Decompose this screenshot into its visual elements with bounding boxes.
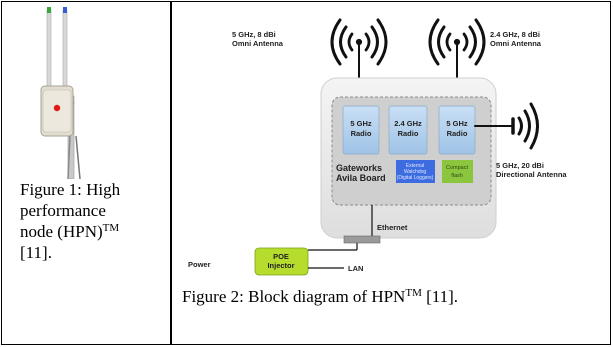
figure-2-caption-text: Figure 2: Block diagram of HPN	[182, 287, 406, 306]
omni-antenna-icon	[330, 18, 388, 115]
ethernet-label: Ethernet	[377, 223, 408, 232]
compact-flash-label: Compact	[446, 165, 468, 171]
power-label: Power	[188, 260, 211, 269]
radio-label: Radio	[447, 129, 468, 138]
poe-injector-block	[254, 247, 309, 276]
right-antenna-label: 2.4 GHz, 8 dBi	[490, 30, 540, 39]
figure-1-caption-line: node (HPN)TM	[20, 221, 160, 242]
radio-label: Radio	[398, 129, 419, 138]
column-divider	[170, 2, 172, 344]
figure-1-caption-line: [11].	[20, 243, 52, 262]
watchdog-block	[396, 160, 435, 183]
radio-label: 5 GHz	[350, 119, 372, 128]
board-label: Gateworks	[336, 163, 382, 173]
radio-label: 5 GHz	[446, 119, 468, 128]
radio-card: 5 GHz Radio	[342, 105, 380, 155]
figure-2-caption: Figure 2: Block diagram of HPNTM [11].	[182, 286, 458, 307]
lan-label: LAN	[348, 264, 363, 273]
figure-1-caption: Figure 1: High performance node (HPN)TM …	[20, 179, 160, 263]
trademark-superscript: TM	[405, 287, 422, 299]
poe-label: Injector	[267, 261, 294, 270]
figure-1-caption-text: node (HPN)	[20, 222, 103, 241]
watchdog-label: Watchdog	[404, 169, 427, 175]
right-antenna-label: Omni Antenna	[490, 39, 542, 48]
ethernet-port	[343, 235, 381, 244]
left-antenna-label: Omni Antenna	[232, 39, 284, 48]
poe-label: POE	[273, 252, 289, 261]
hpn-device-photo	[40, 7, 81, 179]
figure-1-caption-line: Figure 1: High	[20, 180, 121, 199]
watchdog-label: (Digital Loggers)	[397, 175, 434, 181]
compact-flash-block	[442, 160, 473, 183]
directional-antenna-icon	[474, 102, 539, 150]
hpn-block-diagram: 5 GHz, 8 dBi Omni Antenna 2.4 GHz, 8 dBi…	[188, 18, 567, 276]
figure-1-caption-line: performance	[20, 201, 106, 220]
board-label: Avila Board	[336, 173, 386, 183]
radio-label: 2.4 GHz	[394, 119, 422, 128]
radio-label: Radio	[351, 129, 372, 138]
radio-card: 5 GHz Radio	[438, 105, 476, 155]
figure-2-caption-citation: [11].	[421, 287, 459, 306]
watchdog-label: External	[406, 163, 424, 169]
radio-card: 2.4 GHz Radio	[388, 105, 428, 155]
trademark-superscript: TM	[102, 222, 120, 234]
directional-antenna-label: Directional Antenna	[496, 170, 567, 179]
compact-flash-label: flash	[451, 173, 463, 179]
left-antenna-label: 5 GHz, 8 dBi	[232, 30, 276, 39]
directional-antenna-label: 5 GHz, 20 dBi	[496, 161, 544, 170]
